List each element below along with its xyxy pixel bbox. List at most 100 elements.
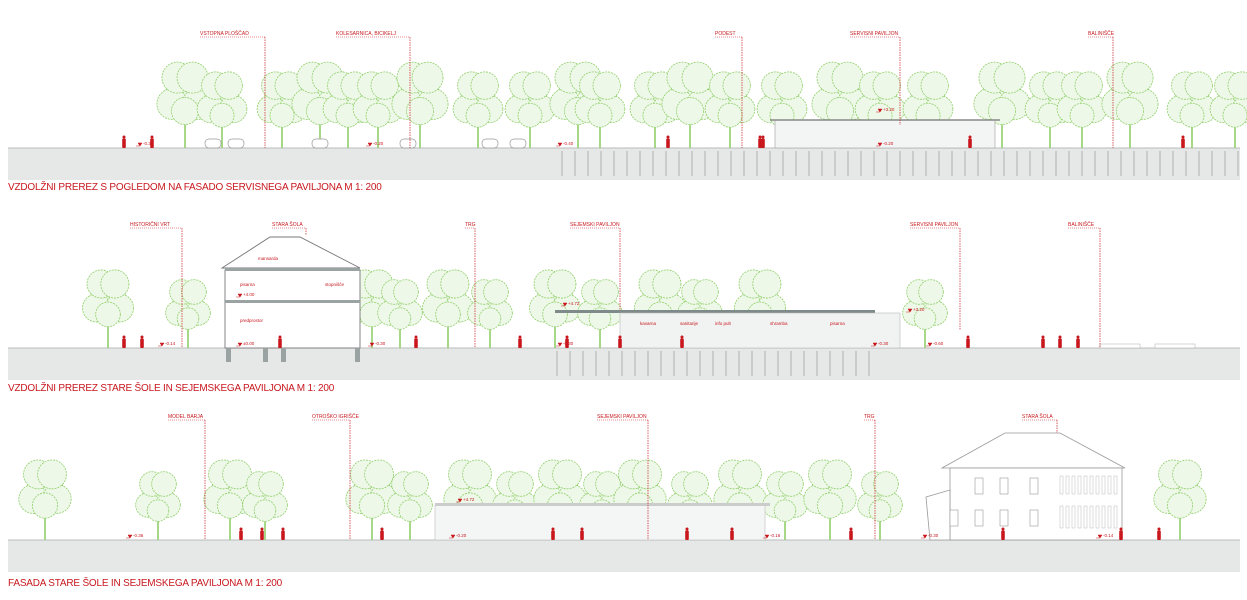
person-body	[551, 530, 555, 540]
person-head	[680, 335, 684, 339]
person-figure	[1001, 527, 1005, 540]
tree	[973, 61, 1031, 148]
person-body	[1157, 530, 1161, 540]
tree-crown	[462, 459, 492, 490]
level-value: -0.36	[133, 533, 144, 538]
level-marker-icon	[921, 534, 928, 539]
window	[1113, 505, 1118, 529]
tree-crown	[253, 499, 277, 522]
car-icon	[509, 138, 527, 149]
window	[1089, 505, 1094, 529]
person-head	[565, 335, 569, 339]
tree-crown	[465, 102, 491, 128]
school-floor-slab	[225, 300, 360, 303]
tree-crown	[872, 71, 901, 100]
person-figure	[122, 135, 126, 148]
tree	[857, 471, 903, 540]
school-roof	[220, 236, 361, 269]
person-head	[1058, 335, 1062, 339]
person-figure	[140, 335, 144, 348]
tree	[577, 279, 623, 348]
tree	[661, 61, 719, 148]
level-value: +4.72	[568, 301, 580, 306]
tree-crown	[732, 459, 762, 490]
person-figure	[281, 527, 285, 540]
room-label: stopnišče	[325, 282, 345, 287]
tree-crown	[822, 459, 852, 490]
tree-crown	[508, 471, 534, 497]
tree-crown	[681, 61, 714, 94]
callout-label: TRG	[864, 414, 875, 420]
level-marker-icon	[556, 142, 563, 147]
sejemski-pavilion-roof	[555, 310, 875, 313]
person-body	[849, 530, 853, 540]
callout-label: PODEST	[715, 31, 736, 37]
tree-crown	[258, 471, 284, 497]
person-figure	[666, 135, 670, 148]
person-head	[140, 335, 144, 339]
window	[1071, 505, 1076, 529]
window	[1107, 475, 1112, 495]
tree	[387, 471, 433, 540]
window	[949, 509, 959, 527]
level-marker-icon	[236, 293, 243, 298]
level-value: -0.20	[883, 141, 894, 146]
tree-crown	[411, 61, 444, 94]
tree-crown	[1184, 71, 1213, 100]
tree-crown	[176, 307, 200, 330]
person-figure	[1181, 135, 1185, 148]
window	[1083, 505, 1088, 529]
person-head	[758, 135, 762, 139]
window	[1095, 475, 1100, 495]
person-head	[849, 527, 853, 531]
level-value: +3.20	[883, 107, 895, 112]
person-head	[1181, 135, 1185, 139]
window	[1059, 475, 1064, 495]
level-marker-icon	[158, 342, 165, 347]
tree-crown	[683, 471, 709, 497]
tree-crown	[214, 71, 243, 100]
section-3-title: FASADA STARE ŠOLE IN SEJEMSKEGA PAVILJON…	[8, 578, 282, 589]
window	[1095, 505, 1100, 529]
tree-crown	[95, 301, 121, 328]
tree	[1101, 61, 1159, 148]
tree	[196, 71, 248, 148]
person-body	[122, 138, 126, 148]
person-figure	[1041, 335, 1045, 348]
callout-label: BALINIŠČE	[1088, 30, 1115, 37]
level-value: -0.30	[563, 341, 574, 346]
person-head	[281, 527, 285, 531]
person-figure	[278, 335, 282, 348]
car-icon	[481, 138, 499, 149]
level-value: +4.72	[463, 497, 475, 502]
tree-crown	[722, 71, 751, 100]
person-body	[414, 338, 418, 348]
person-body	[1181, 138, 1185, 148]
window	[1059, 505, 1064, 529]
servisni-pavilion	[774, 119, 996, 149]
person-head	[966, 335, 970, 339]
section-1-title: VZDOLŽNI PREREZ S POGLEDOM NA FASADO SER…	[8, 182, 382, 193]
tree	[165, 279, 211, 348]
person-figure	[414, 335, 418, 348]
tree-crown	[1069, 102, 1095, 128]
level-marker-icon	[763, 534, 770, 539]
callout-label: HISTORIČNI VRT	[130, 221, 170, 228]
person-figure	[968, 135, 972, 148]
person-head	[380, 527, 384, 531]
tree-crown	[358, 492, 386, 519]
car-icon	[399, 138, 417, 149]
room-label: mansarda	[258, 256, 279, 261]
tree-crown	[370, 71, 399, 100]
tree-crown	[365, 102, 391, 128]
level-marker-icon	[1096, 534, 1103, 539]
level-marker-icon	[876, 142, 883, 147]
tree-crown	[774, 71, 803, 100]
person-figure	[260, 527, 264, 540]
level-value: -0.16	[770, 533, 781, 538]
tree	[242, 471, 288, 540]
person-body	[565, 338, 569, 348]
level-marker-icon	[456, 498, 463, 503]
person-head	[150, 135, 154, 139]
